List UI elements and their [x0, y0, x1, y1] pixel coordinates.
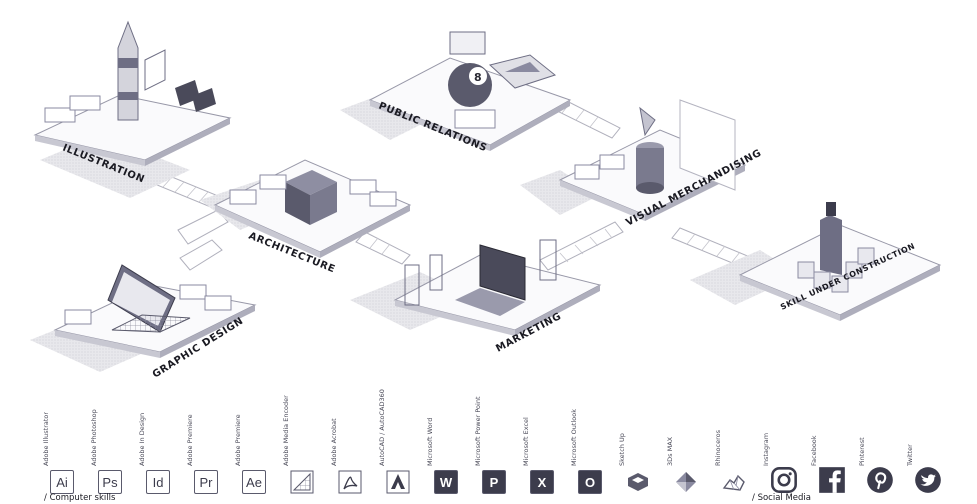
- word-icon: W: [434, 470, 458, 494]
- tool-label: Microsoft Excel: [522, 417, 530, 466]
- platform-skill-under-construction[interactable]: SKILL UNDER CONSTRUCTION: [738, 202, 942, 321]
- tool-label: Adobe Premiere: [186, 414, 194, 466]
- social-label: Facebook: [810, 435, 818, 466]
- instagram-icon: [771, 467, 797, 493]
- powerpoint-icon: P: [482, 470, 506, 494]
- tool-label: Adobe Acrobat: [330, 418, 338, 466]
- tool-label: Adobe Premiere: [234, 414, 242, 466]
- tool-label: Adobe Photoshop: [90, 409, 98, 466]
- skills-bar: Adobe Illustrator Ai Adobe Photoshop Ps …: [40, 389, 970, 504]
- social-label: Twitter: [906, 444, 914, 466]
- social-media-caption: / Social Media: [752, 493, 811, 503]
- tool-label: Microsoft Word: [426, 417, 434, 466]
- after-effects-icon: Ae: [242, 470, 266, 494]
- walkway-slats: [150, 102, 741, 263]
- tool-label: Microsoft Outlook: [570, 409, 578, 466]
- premiere-icon: Pr: [194, 470, 218, 494]
- autocad-icon: [386, 470, 410, 494]
- indesign-icon: Id: [146, 470, 170, 494]
- tool-label: Microsoft Power Point: [474, 396, 482, 466]
- tool-label: Adobe Media Encoder: [282, 395, 290, 466]
- facebook-icon: [819, 467, 845, 493]
- acrobat-icon: [338, 470, 362, 494]
- platform-public-relations[interactable]: 8 PUBLIC RELATIONS: [368, 31, 572, 154]
- tool-label: Rhinoceros: [714, 429, 722, 466]
- isometric-skills-map: ILLUSTRATION 8 PUBLIC RELATIONS ARCHITEC…: [30, 20, 942, 381]
- excel-icon: X: [530, 470, 554, 494]
- illustrator-icon: Ai: [50, 470, 74, 494]
- social-label: Pinterest: [858, 437, 866, 466]
- eight-ball-number: 8: [474, 71, 482, 84]
- media-encoder-icon: [290, 470, 314, 494]
- rhinoceros-icon: [722, 474, 745, 491]
- sketchup-icon: [628, 473, 648, 491]
- twitter-icon: [915, 467, 941, 493]
- platform-architecture[interactable]: ARCHITECTURE: [213, 159, 412, 275]
- 3ds-max-icon: [676, 472, 696, 492]
- pinterest-icon: [867, 467, 893, 493]
- social-label: Instagram: [762, 432, 770, 466]
- tool-label: AutoCAD / AutoCAD360: [378, 389, 386, 466]
- computer-skills-caption: / Computer skills: [44, 493, 116, 503]
- tool-label: Adobe In Design: [138, 412, 146, 466]
- tool-label: 3Ds MAX: [666, 436, 674, 466]
- tool-label: Sketch Up: [618, 433, 626, 466]
- tool-label: Adobe Illustrator: [42, 411, 50, 466]
- outlook-icon: O: [578, 470, 602, 494]
- photoshop-icon: Ps: [98, 470, 122, 494]
